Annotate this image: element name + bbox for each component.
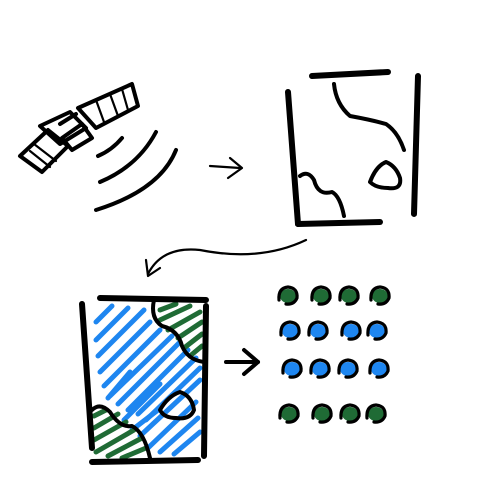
pixel-grid-cell bbox=[340, 320, 362, 341]
pixel-outline bbox=[310, 285, 332, 306]
pixel-grid-cell bbox=[277, 285, 299, 306]
water-hatch-stroke bbox=[171, 429, 203, 457]
water-hatch-stroke bbox=[95, 307, 147, 359]
forest-hatch-stroke bbox=[157, 303, 193, 323]
pixel-outline bbox=[366, 320, 388, 341]
forest-hatch-stroke bbox=[157, 301, 179, 313]
classified-map-icon bbox=[79, 295, 209, 465]
pixel-grid-cell bbox=[366, 320, 388, 341]
forest-pixel bbox=[280, 289, 296, 303]
water-pixel bbox=[282, 324, 298, 338]
water-hatch-stroke bbox=[93, 305, 131, 343]
forest-region bbox=[91, 301, 205, 461]
satellite-icon bbox=[18, 82, 140, 174]
pixel-outline bbox=[281, 358, 303, 379]
pixel-grid-cell bbox=[365, 403, 387, 424]
forest-pixel bbox=[313, 289, 329, 303]
forest-pixel bbox=[314, 407, 330, 421]
arrow-right-bold-icon bbox=[224, 348, 260, 376]
pixel-outline bbox=[365, 403, 387, 424]
pixel-grid-cell bbox=[369, 285, 391, 306]
forest-hatch-stroke bbox=[181, 331, 205, 351]
water-hatch-stroke bbox=[115, 339, 183, 407]
pixel-grid-cell bbox=[281, 358, 303, 379]
water-hatch-stroke bbox=[101, 327, 163, 389]
water-hatch-stroke bbox=[97, 319, 153, 375]
pixel-outline bbox=[278, 403, 300, 424]
pixel-outline bbox=[337, 358, 359, 379]
pixel-grid-cell bbox=[310, 285, 332, 306]
signal-waves-icon bbox=[94, 130, 178, 212]
forest-pixel bbox=[341, 289, 357, 303]
forest-pixel bbox=[372, 289, 388, 303]
pixel-grid-cell bbox=[311, 403, 333, 424]
water-pixel bbox=[340, 362, 356, 376]
water-region bbox=[93, 303, 203, 457]
water-hatch-stroke bbox=[105, 369, 133, 401]
pixel-grid-cell bbox=[309, 358, 331, 379]
forest-pixel bbox=[368, 407, 384, 421]
pixel-grid-cell bbox=[337, 358, 359, 379]
water-pixel bbox=[312, 362, 328, 376]
forest-hatch-stroke bbox=[119, 445, 149, 461]
water-pixel bbox=[371, 362, 387, 376]
forest-hatch-stroke bbox=[91, 407, 109, 419]
pixel-grid-cell bbox=[307, 320, 329, 341]
water-hatch-stroke bbox=[157, 415, 201, 455]
pixel-outline bbox=[307, 320, 329, 341]
water-hatch-stroke bbox=[135, 355, 199, 417]
water-pixel bbox=[369, 324, 385, 338]
forest-hatch-stroke bbox=[105, 435, 145, 459]
arrow-right-icon bbox=[208, 156, 244, 180]
pixel-outline bbox=[279, 320, 301, 341]
pixel-grid-cell bbox=[339, 403, 361, 424]
water-hatch-stroke bbox=[93, 303, 115, 325]
pixel-outline bbox=[339, 403, 361, 424]
pixel-outline bbox=[340, 320, 362, 341]
pixel-grid-cell bbox=[368, 358, 390, 379]
forest-pixel bbox=[342, 407, 358, 421]
water-pixel bbox=[343, 324, 359, 338]
outline-map-icon bbox=[285, 69, 421, 227]
forest-hatch-stroke bbox=[175, 319, 205, 341]
pixel-outline bbox=[338, 285, 360, 306]
pixel-outline bbox=[369, 285, 391, 306]
pixel-grid-cell bbox=[279, 320, 301, 341]
pixel-outline bbox=[368, 358, 390, 379]
water-pixel bbox=[310, 324, 326, 338]
pixel-grid-icon bbox=[277, 285, 391, 424]
pixel-grid-cell bbox=[278, 403, 300, 424]
pixel-grid-cell bbox=[338, 285, 360, 306]
water-hatch-stroke bbox=[125, 347, 191, 413]
forest-hatch-stroke bbox=[187, 343, 205, 359]
forest-hatch-stroke bbox=[165, 309, 203, 333]
pixel-outline bbox=[309, 358, 331, 379]
water-hatch-stroke bbox=[121, 381, 163, 423]
water-hatch-stroke bbox=[145, 399, 199, 451]
pixel-outline bbox=[311, 403, 333, 424]
forest-hatch-stroke bbox=[93, 427, 137, 455]
water-pixel bbox=[284, 362, 300, 376]
forest-pixel bbox=[281, 407, 297, 421]
water-hatch-stroke bbox=[137, 377, 203, 439]
curved-arrow-icon bbox=[144, 238, 308, 278]
pixel-outline bbox=[277, 285, 299, 306]
